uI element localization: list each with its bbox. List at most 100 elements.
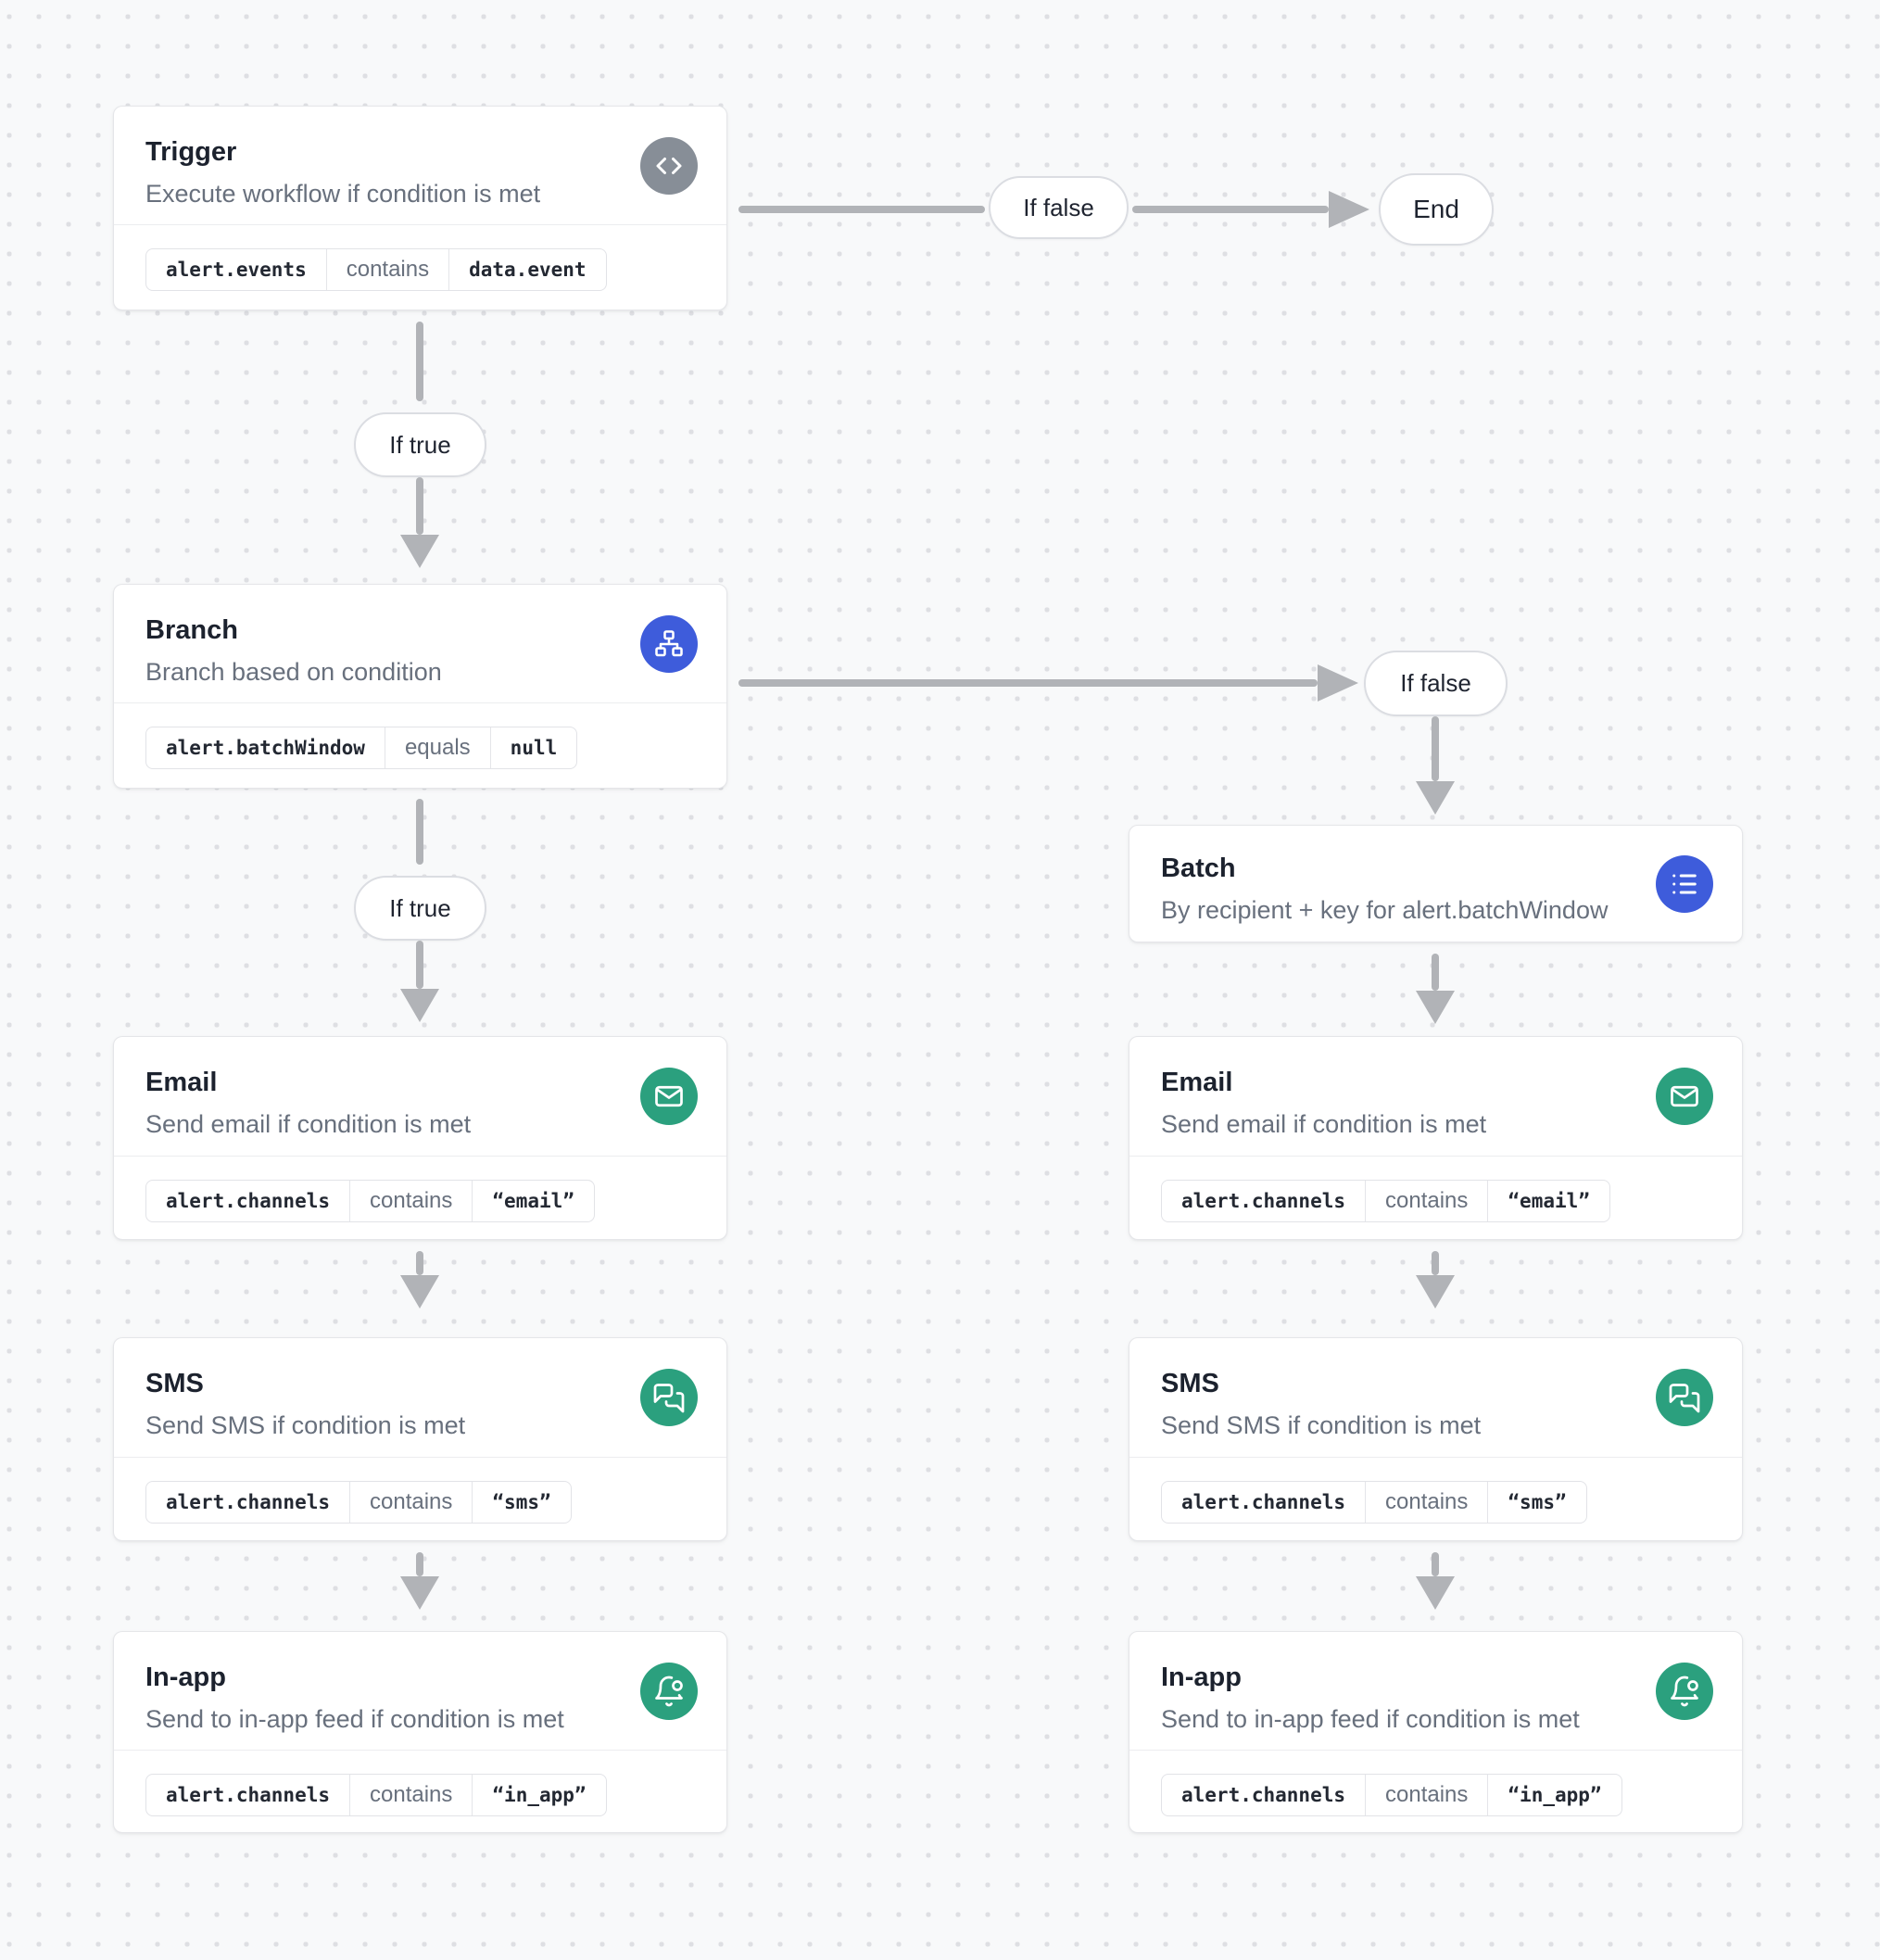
node-sms-condition: alert.channels contains “sms” — [114, 1457, 726, 1524]
mail-icon — [640, 1068, 698, 1125]
condition-field: alert.batchWindow — [166, 737, 365, 759]
edge-label-if-false-top: If false — [989, 176, 1129, 239]
node-subtitle: Execute workflow if condition is met — [145, 180, 541, 208]
node-batch[interactable]: Batch By recipient + key for alert.batch… — [1129, 825, 1743, 942]
condition-value: “in_app” — [1487, 1775, 1621, 1815]
node-subtitle: Branch based on condition — [145, 658, 442, 686]
node-sms-header: SMS Send SMS if condition is met — [1129, 1338, 1742, 1457]
condition-chip: alert.channels contains “sms” — [145, 1481, 572, 1524]
edge-label-if-true-1: If true — [354, 412, 486, 477]
condition-value: “email” — [1487, 1181, 1609, 1221]
condition-field: alert.channels — [1181, 1784, 1346, 1806]
arrowhead-down-icon — [400, 535, 439, 568]
edge-label-if-true-2: If true — [354, 876, 486, 941]
condition-chip: alert.events contains data.event — [145, 248, 607, 291]
node-inapp-condition: alert.channels contains “in_app” — [114, 1750, 726, 1816]
condition-field: alert.channels — [166, 1784, 331, 1806]
node-inapp-right[interactable]: In-app Send to in-app feed if condition … — [1129, 1631, 1743, 1833]
edge-email-sms-left-line — [416, 1251, 423, 1275]
node-inapp-left[interactable]: In-app Send to in-app feed if condition … — [113, 1631, 727, 1833]
edge-trigger-iffalse-line — [738, 206, 985, 213]
edge-iftrue-email-line — [416, 941, 423, 989]
end-node: End — [1379, 173, 1494, 246]
node-title: Email — [145, 1068, 218, 1097]
condition-value: “in_app” — [472, 1775, 605, 1815]
condition-value: null — [489, 727, 577, 768]
condition-field: alert.events — [166, 259, 307, 281]
edge-batch-email-right-line — [1432, 954, 1439, 991]
node-sms-left[interactable]: SMS Send SMS if condition is met alert.c… — [113, 1337, 727, 1541]
node-sms-header: SMS Send SMS if condition is met — [114, 1338, 726, 1457]
node-sms-condition: alert.channels contains “sms” — [1129, 1457, 1742, 1524]
condition-chip: alert.channels contains “sms” — [1161, 1481, 1587, 1524]
condition-operator: contains — [325, 249, 448, 290]
sitemap-icon — [640, 615, 698, 673]
condition-operator: contains — [349, 1482, 472, 1523]
node-subtitle: Send to in-app feed if condition is met — [145, 1705, 564, 1733]
node-subtitle: Send email if condition is met — [145, 1110, 472, 1138]
condition-chip: alert.channels contains “in_app” — [1161, 1774, 1622, 1816]
edge-trigger-iftrue-line — [416, 322, 423, 401]
edge-iffalse-batch-line — [1432, 716, 1439, 781]
edge-label-if-false-branch: If false — [1364, 651, 1508, 716]
condition-operator: contains — [349, 1181, 472, 1221]
condition-chip: alert.channels contains “email” — [145, 1180, 595, 1222]
arrowhead-down-icon — [1416, 991, 1455, 1024]
node-email-condition: alert.channels contains “email” — [114, 1156, 726, 1222]
node-inapp-condition: alert.channels contains “in_app” — [1129, 1750, 1742, 1816]
arrowhead-down-icon — [1416, 781, 1455, 815]
arrowhead-right-icon — [1329, 191, 1369, 228]
condition-field: alert.channels — [1181, 1190, 1346, 1212]
condition-value: data.event — [448, 249, 605, 290]
condition-operator: contains — [1365, 1775, 1487, 1815]
bell-dot-icon — [1656, 1663, 1713, 1720]
condition-field: alert.channels — [166, 1491, 331, 1513]
node-email-left[interactable]: Email Send email if condition is met ale… — [113, 1036, 727, 1240]
condition-value: “sms” — [1487, 1482, 1585, 1523]
node-branch[interactable]: Branch Branch based on condition alert.b… — [113, 584, 727, 789]
condition-operator: contains — [1365, 1482, 1487, 1523]
condition-operator: contains — [349, 1775, 472, 1815]
bell-dot-icon — [640, 1663, 698, 1720]
condition-value: “email” — [472, 1181, 594, 1221]
arrowhead-down-icon — [400, 1576, 439, 1610]
edge-sms-inapp-right-line — [1432, 1552, 1439, 1576]
condition-operator: contains — [1365, 1181, 1487, 1221]
node-sms-right[interactable]: SMS Send SMS if condition is met alert.c… — [1129, 1337, 1743, 1541]
code-icon — [640, 137, 698, 195]
node-trigger-condition: alert.events contains data.event — [114, 224, 726, 291]
arrowhead-down-icon — [400, 989, 439, 1022]
node-title: SMS — [145, 1369, 204, 1398]
edge-iffalse-end-line — [1132, 206, 1329, 213]
node-subtitle: Send SMS if condition is met — [145, 1411, 466, 1439]
edge-iftrue-branch-line — [416, 477, 423, 535]
condition-chip: alert.channels contains “in_app” — [145, 1774, 607, 1816]
condition-field: alert.channels — [1181, 1491, 1346, 1513]
node-trigger-header: Trigger Execute workflow if condition is… — [114, 107, 726, 224]
node-title: Trigger — [145, 137, 237, 167]
arrowhead-down-icon — [1416, 1275, 1455, 1309]
condition-operator: equals — [384, 727, 490, 768]
list-icon — [1656, 855, 1713, 913]
chat-bubbles-icon — [1656, 1369, 1713, 1426]
edge-branch-iffalse-line — [738, 679, 1318, 687]
condition-chip: alert.batchWindow equals null — [145, 727, 578, 769]
node-subtitle: Send to in-app feed if condition is met — [1161, 1705, 1580, 1733]
mail-icon — [1656, 1068, 1713, 1125]
node-inapp-header: In-app Send to in-app feed if condition … — [114, 1632, 726, 1750]
node-title: Branch — [145, 615, 238, 645]
node-email-right[interactable]: Email Send email if condition is met ale… — [1129, 1036, 1743, 1240]
node-subtitle: Send email if condition is met — [1161, 1110, 1487, 1138]
node-title: In-app — [1161, 1663, 1242, 1692]
edge-branch-iftrue-line — [416, 799, 423, 865]
edge-email-sms-right-line — [1432, 1251, 1439, 1275]
node-title: In-app — [145, 1663, 226, 1692]
node-branch-condition: alert.batchWindow equals null — [114, 702, 726, 769]
arrowhead-right-icon — [1318, 664, 1358, 702]
node-trigger[interactable]: Trigger Execute workflow if condition is… — [113, 106, 727, 310]
node-branch-header: Branch Branch based on condition — [114, 585, 726, 702]
node-email-header: Email Send email if condition is met — [1129, 1037, 1742, 1156]
node-email-header: Email Send email if condition is met — [114, 1037, 726, 1156]
node-title: Email — [1161, 1068, 1233, 1097]
